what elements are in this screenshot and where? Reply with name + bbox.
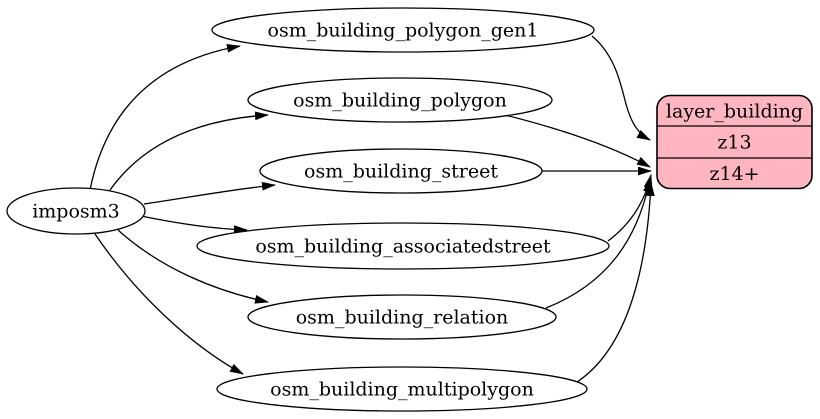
node-imposm3-label: imposm3 (32, 201, 120, 223)
edge-imposm3-to-osm-building-street (143, 181, 276, 205)
node-osm-building-relation-label: osm_building_relation (296, 307, 509, 329)
edge-associatedstreet-to-z14 (607, 174, 653, 242)
edges-to-layer (504, 35, 655, 383)
edges-from-source (89, 43, 276, 375)
node-osm-building-polygon-label: osm_building_polygon (293, 90, 507, 112)
node-osm-building-associatedstreet-shape (196, 222, 610, 270)
node-layer-building: layer_building z13 z14+ (656, 94, 813, 190)
layer-building-row-z14: z14+ (709, 163, 759, 185)
edge-polygon-to-z14 (504, 114, 651, 168)
node-osm-building-polygon-shape (247, 77, 553, 123)
node-osm-building-polygon-gen1-shape (211, 7, 595, 53)
node-osm-building-polygon: osm_building_polygon (247, 77, 553, 123)
node-osm-building-polygon-gen1-label: osm_building_polygon_gen1 (268, 20, 539, 42)
edge-imposm3-to-osm-building-relation (117, 229, 269, 304)
node-layer-building-title: layer_building (666, 101, 803, 123)
node-osm-building-multipolygon-label: osm_building_multipolygon (270, 379, 534, 401)
node-layer-building-shape (656, 94, 813, 190)
node-osm-building-relation-shape (247, 294, 557, 340)
node-imposm3: imposm3 (6, 187, 146, 235)
edge-imposm3-to-osm-building-polygon-gen1 (89, 43, 241, 191)
node-osm-building-multipolygon-shape (216, 366, 588, 412)
node-osm-building-associatedstreet: osm_building_associatedstreet (196, 222, 610, 270)
layer-building-row-z13: z13 (717, 132, 751, 154)
node-osm-building-polygon-gen1: osm_building_polygon_gen1 (211, 7, 595, 53)
node-osm-building-multipolygon: osm_building_multipolygon (216, 366, 588, 412)
node-osm-building-relation: osm_building_relation (247, 294, 557, 340)
node-osm-building-street: osm_building_street (259, 148, 543, 194)
edge-imposm3-to-osm-building-multipolygon (94, 233, 244, 375)
edge-multipolygon-to-z14 (576, 182, 655, 383)
edge-polygon-gen1-to-z13 (591, 35, 651, 141)
node-imposm3-shape (6, 187, 146, 235)
edge-relation-to-z14 (545, 178, 652, 309)
node-osm-building-associatedstreet-label: osm_building_associatedstreet (255, 236, 551, 258)
edge-imposm3-to-osm-building-associatedstreet (140, 215, 248, 234)
node-osm-building-street-label: osm_building_street (304, 161, 498, 183)
node-osm-building-street-shape (259, 148, 543, 194)
edge-imposm3-to-osm-building-polygon (109, 111, 269, 191)
